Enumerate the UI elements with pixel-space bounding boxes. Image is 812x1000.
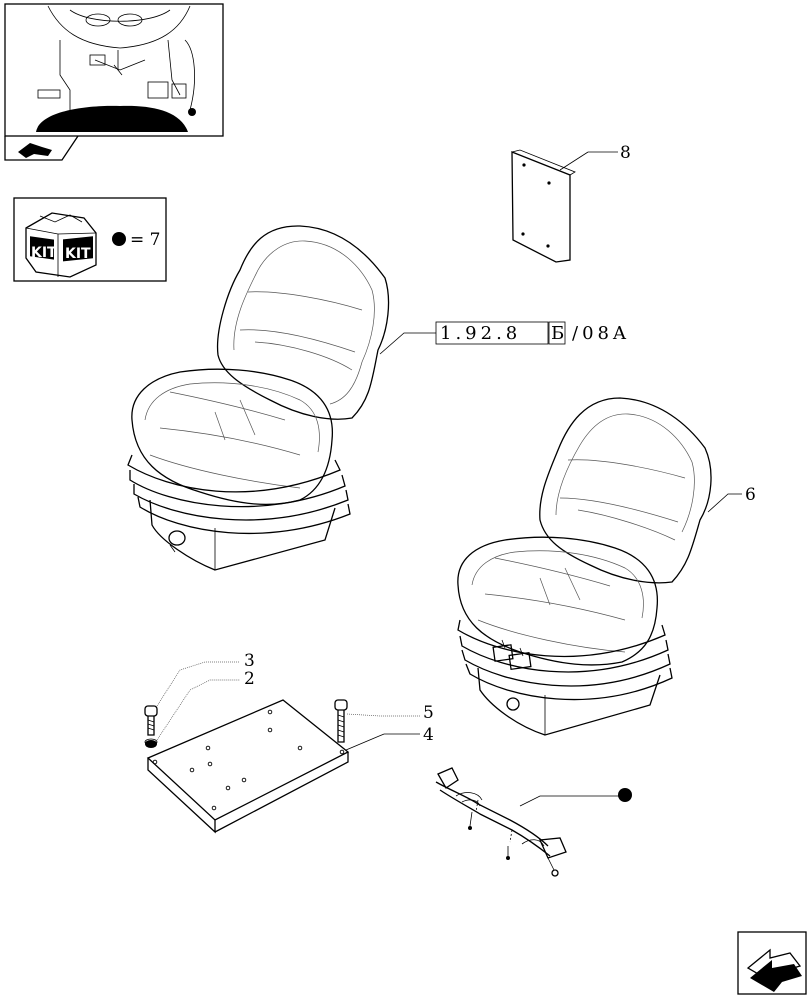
kit-label-left: KIT [31,245,57,261]
next-page-arrow-button[interactable] [737,931,807,995]
part-4-mounting-plate[interactable]: 4 [146,699,434,834]
seat-assembly-left[interactable] [127,225,436,571]
part-2-washer[interactable]: 2 [144,669,255,748]
reference-part1: 1.92.8 [440,323,521,344]
callout-4: 4 [423,725,434,745]
kit-legend-value: = 7 [130,230,160,250]
callout-5: 5 [423,703,434,723]
kit-bullet-icon [618,788,632,802]
part-6-seat-assembly[interactable]: 6 [457,397,756,736]
kit-cube-icon: KIT KIT [25,212,97,278]
kit-legend: KIT KIT = 7 [13,197,167,282]
part-3-bolt[interactable]: 3 [144,651,255,736]
callout-2: 2 [244,669,255,689]
callout-3: 3 [244,651,255,671]
callout-6: 6 [745,485,756,505]
part-5-bolt[interactable]: 5 [334,699,434,743]
bullet-icon [112,232,126,246]
part-8-pocket[interactable]: 8 [511,143,631,263]
callout-8: 8 [620,143,631,163]
reference-part2: /08A [572,323,630,344]
kit-part-seat-belt[interactable] [435,767,632,877]
reference-code[interactable]: 1.92.8 Б /08A [435,321,630,345]
kit-label-right: KIT [65,246,91,262]
reference-boxed-char: Б [551,323,568,344]
thumbnail-panel[interactable] [4,3,224,161]
arrow-icon [746,948,802,992]
page-arrow-icon[interactable] [18,143,52,158]
